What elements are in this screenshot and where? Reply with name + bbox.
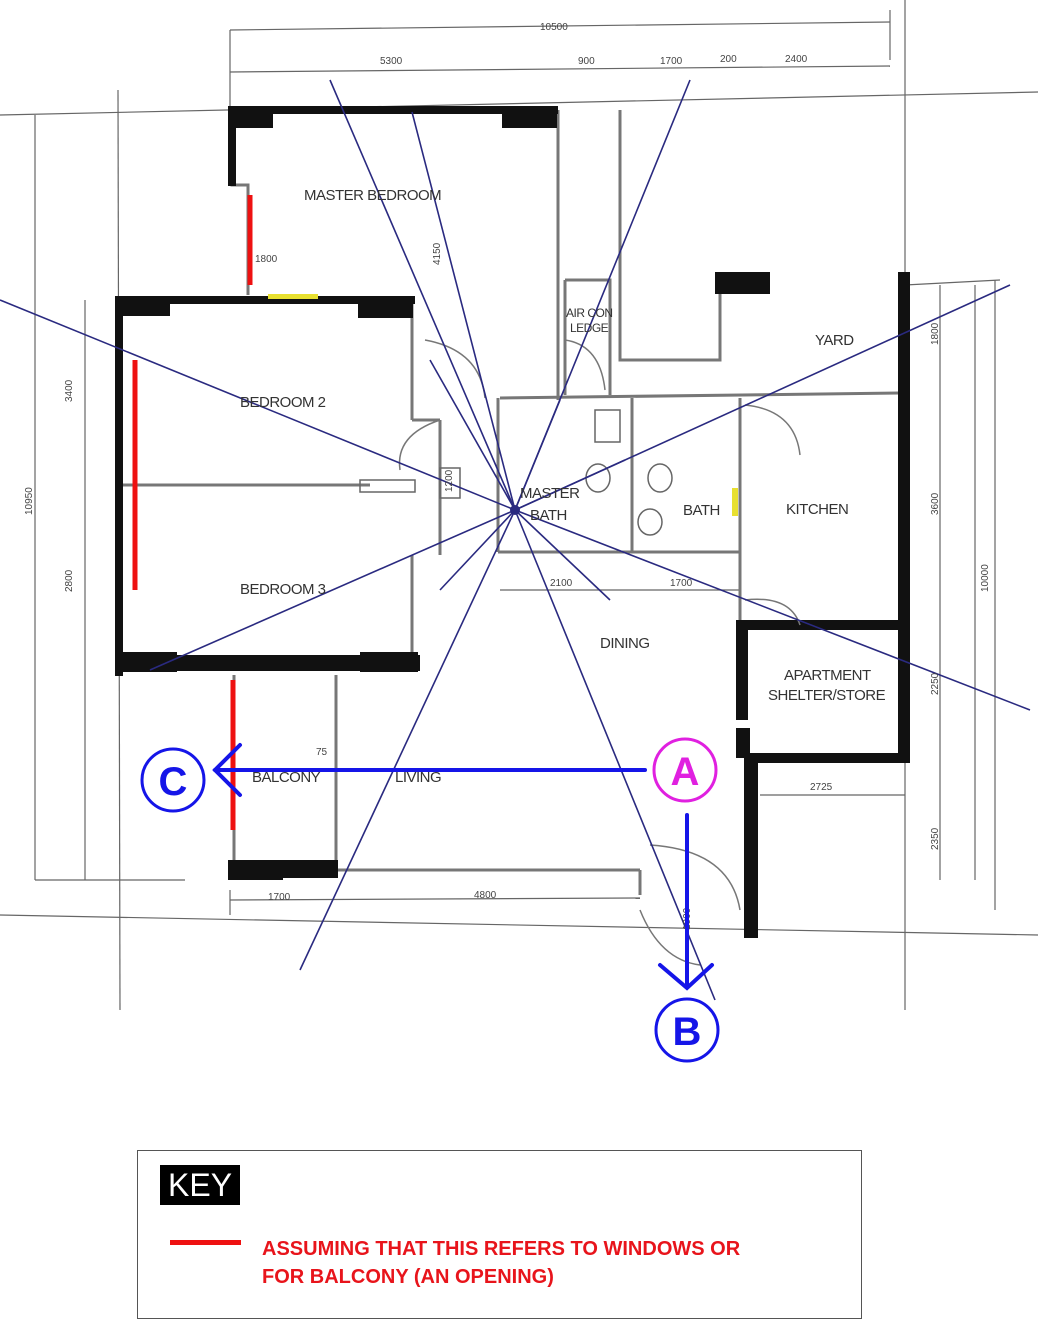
dim-left-total: 10950 — [24, 487, 35, 515]
dimension-labels: 10500 5300 900 1700 200 2400 4150 1800 3… — [24, 22, 991, 930]
marker-b: B — [654, 997, 720, 1063]
window-lines — [132, 195, 253, 830]
dim-right-2250: 2250 — [930, 672, 941, 695]
basin-2 — [637, 508, 663, 536]
room-labels: MASTER BEDROOM BEDROOM 2 BEDROOM 3 AIR C… — [240, 187, 886, 786]
basin — [594, 409, 621, 443]
dim-right-2350: 2350 — [930, 827, 941, 850]
label-dining: DINING — [600, 635, 650, 652]
label-bath: BATH — [683, 502, 720, 519]
marker-b-label: B — [673, 1010, 702, 1054]
legend-line-2: FOR BALCONY (AN OPENING) — [262, 1266, 554, 1288]
wardrobe-slot — [359, 479, 416, 493]
label-bedroom-2: BEDROOM 2 — [240, 394, 326, 411]
dim-master-4150: 4150 — [432, 242, 443, 265]
dim-mid-2100: 2100 — [550, 578, 573, 589]
dim-top-200: 200 — [720, 54, 737, 65]
label-air-con-2: LEDGE — [570, 321, 609, 335]
arrow-b-head-icon — [658, 963, 714, 991]
bath-fixtures — [359, 409, 673, 536]
legend-title: KEY — [160, 1165, 241, 1205]
dim-window-1800: 1800 — [255, 254, 278, 265]
marker-a-label: A — [671, 750, 700, 794]
label-air-con-1: AIR CON — [566, 306, 613, 320]
label-shelter-2: SHELTER/STORE — [768, 687, 886, 704]
ac-unit — [439, 467, 461, 499]
legend-description: ASSUMING THAT THIS REFERS TO WINDOWS OR … — [262, 1235, 852, 1291]
dim-top-900: 900 — [578, 56, 595, 67]
dim-top-1700: 1700 — [660, 56, 683, 67]
dim-top-5300: 5300 — [380, 56, 403, 67]
label-bedroom-3: BEDROOM 3 — [240, 581, 326, 598]
dim-store-2725: 2725 — [810, 782, 833, 793]
dim-balcony-75: 75 — [316, 747, 328, 758]
dim-bottom-1700: 1700 — [268, 892, 291, 903]
dim-corridor-1200: 1200 — [444, 469, 455, 492]
legend-line-1: ASSUMING THAT THIS REFERS TO WINDOWS OR — [262, 1238, 741, 1260]
label-master-bath-2: BATH — [530, 507, 567, 524]
yellow-markers — [268, 294, 738, 516]
red-window-line-icon — [170, 1240, 241, 1245]
grid-lines — [0, 0, 1038, 1011]
dim-right-1800: 1800 — [930, 322, 941, 345]
dim-mid-1700: 1700 — [670, 578, 693, 589]
label-master-bath-1: MASTER — [520, 485, 580, 502]
dim-left-3400: 3400 — [64, 379, 75, 402]
column-blocks — [122, 110, 770, 880]
dim-right-3600: 3600 — [930, 492, 941, 515]
dim-left-2800: 2800 — [64, 569, 75, 592]
direction-arrows — [212, 743, 714, 991]
marker-a-circle — [652, 737, 718, 803]
legend-box: KEY ASSUMING THAT THIS REFERS TO WINDOWS… — [137, 1150, 862, 1319]
marker-a: A — [652, 737, 718, 803]
label-living: LIVING — [395, 769, 441, 786]
label-master-bedroom: MASTER BEDROOM — [304, 187, 441, 204]
marker-b-circle — [654, 997, 720, 1063]
dim-right-10000: 10000 — [980, 564, 991, 592]
dim-bottom-4800: 4800 — [474, 890, 497, 901]
dim-top-total: 10500 — [540, 22, 568, 33]
marker-c: C — [140, 747, 206, 813]
label-kitchen: KITCHEN — [786, 501, 848, 518]
arrow-c-head-icon — [212, 743, 242, 797]
marker-c-circle — [140, 747, 206, 813]
label-balcony: BALCONY — [252, 769, 321, 786]
label-shelter-1: APARTMENT — [784, 667, 871, 684]
sector-lines — [0, 79, 1031, 1001]
toilet-2 — [647, 463, 673, 493]
center-point — [510, 505, 520, 515]
marker-c-label: C — [159, 760, 188, 804]
label-yard: YARD — [815, 332, 854, 349]
dim-top-2400: 2400 — [785, 54, 808, 65]
